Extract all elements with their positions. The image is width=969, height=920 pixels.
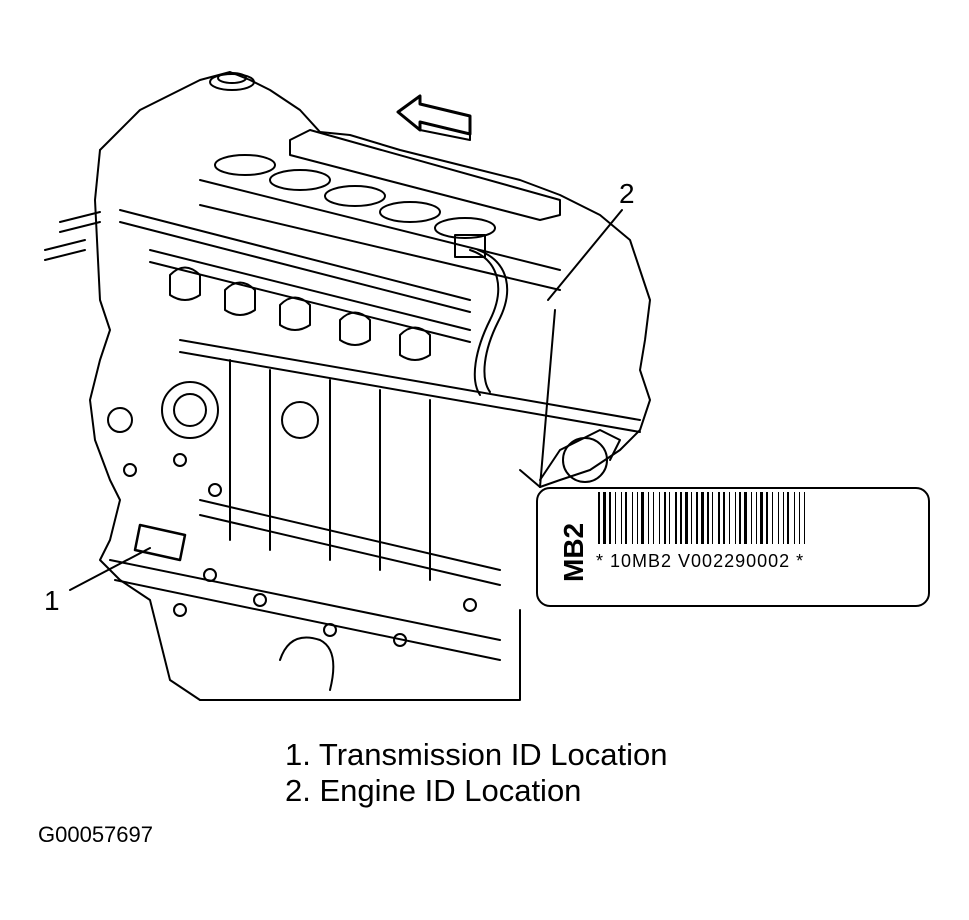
legend-item-engine-id: 2. Engine ID Location bbox=[285, 773, 582, 808]
engine-id-label bbox=[536, 487, 930, 607]
leader-line-2 bbox=[547, 209, 623, 301]
arrow-left-icon bbox=[396, 94, 472, 141]
callout-number-2: 2 bbox=[619, 178, 635, 209]
engine-block bbox=[44, 71, 651, 701]
label-leader-line bbox=[539, 309, 556, 488]
figure-id: G00057697 bbox=[38, 822, 153, 847]
engine-id-code: MB2 bbox=[558, 522, 589, 582]
label-leader-tail bbox=[519, 469, 541, 488]
engine-serial-number: * 10MB2 V002290002 * bbox=[596, 551, 805, 571]
legend: 1. Transmission ID Location 2. Engine ID… bbox=[285, 737, 668, 809]
barcode bbox=[598, 492, 805, 544]
leader-line-1 bbox=[69, 547, 151, 591]
callout-number-1: 1 bbox=[44, 585, 60, 616]
legend-item-transmission-id: 1. Transmission ID Location bbox=[285, 737, 668, 772]
